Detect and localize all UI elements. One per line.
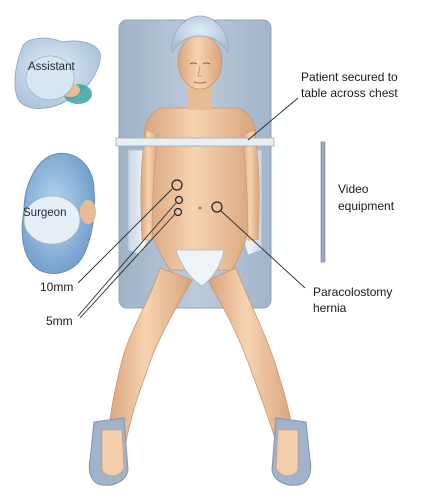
surgical-cap (171, 15, 229, 54)
video-equipment-label-line2: equipment (338, 199, 395, 213)
assistant-figure (14, 37, 101, 109)
left-arm (140, 129, 159, 241)
right-arm (241, 129, 260, 241)
port-5mm-site-upper (174, 195, 184, 205)
right-foot (275, 429, 299, 477)
patient-secured-label-line1: Patient secured to (301, 70, 398, 84)
patient-secured-label-line2: table across chest (301, 86, 398, 100)
paracolostomy-hernia-label-line2: hernia (313, 301, 347, 315)
surgeon-label: Surgeon (23, 207, 67, 219)
chest-strap (115, 137, 275, 147)
hernia-site (211, 201, 223, 213)
loin-drape (175, 249, 225, 287)
video-equipment-bar (320, 141, 326, 263)
patient-torso (143, 107, 257, 271)
port-10mm-label: 10mm (40, 280, 74, 294)
port-5mm-site-lower (173, 207, 183, 217)
port-10mm-site (171, 179, 183, 191)
assistant-label: Assistant (28, 61, 75, 73)
surgeon-figure (21, 152, 96, 274)
port-5mm-label: 5mm (46, 314, 73, 328)
video-equipment-label-line1: Video (338, 182, 369, 196)
paracolostomy-hernia-label-line1: Paracolostomy (313, 285, 393, 299)
patient-head (177, 34, 223, 90)
left-foot (101, 429, 125, 477)
leader-lines (77, 97, 306, 319)
